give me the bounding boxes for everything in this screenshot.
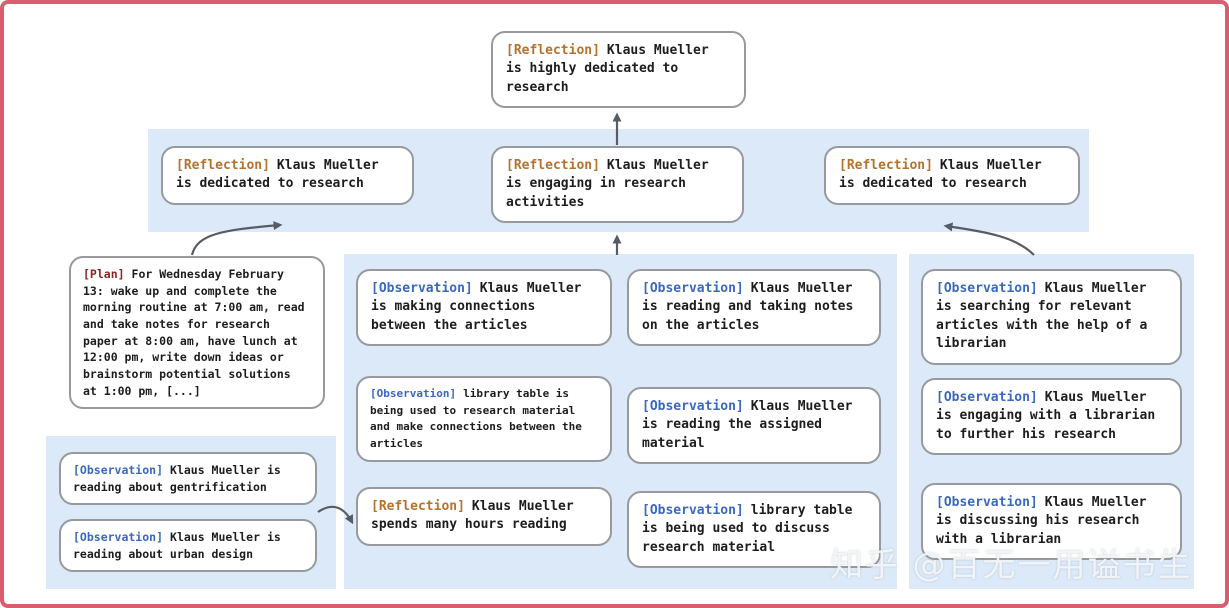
- observation-tag: [Observation]: [73, 530, 164, 544]
- reflection-row-panel: [Reflection]Klaus Mueller is dedicated t…: [148, 129, 1089, 232]
- observation-tag: [Observation]: [936, 495, 1038, 510]
- node-text: Klaus Mueller is making connections betw…: [371, 281, 582, 333]
- reflection-node-root: [Reflection]Klaus Mueller is highly dedi…: [491, 31, 746, 109]
- reflection-node-hours-reading: [Reflection]Klaus Mueller spends many ho…: [356, 487, 612, 546]
- observation-node-taking-notes: [Observation]Klaus Mueller is reading an…: [627, 269, 881, 347]
- observation-node-library-table-discuss: [Observation]library table is being used…: [627, 491, 881, 569]
- reflection-node-middle: [Reflection]Klaus Mueller is engaging in…: [491, 146, 744, 224]
- watermark: 知乎 @百无一用谥书生: [830, 545, 1193, 584]
- observation-tag: [Observation]: [371, 281, 473, 296]
- reflection-tag: [Reflection]: [839, 158, 933, 173]
- plan-node: [Plan]For Wednesday February 13: wake up…: [69, 256, 325, 410]
- observation-node-making-connections: [Observation]Klaus Mueller is making con…: [356, 269, 612, 347]
- node-text: library table is being used to discuss r…: [642, 503, 853, 555]
- node-text: Klaus Mueller is engaging with a librari…: [936, 390, 1156, 442]
- right-observation-panel: [Observation]Klaus Mueller is searching …: [909, 254, 1194, 589]
- node-text: Klaus Mueller is reading about gentrific…: [73, 463, 281, 494]
- node-text: Klaus Mueller spends many hours reading: [371, 499, 574, 533]
- node-text: Klaus Mueller is searching for relevant …: [936, 281, 1148, 352]
- reflection-tag: [Reflection]: [371, 499, 465, 514]
- observation-tag: [Observation]: [936, 390, 1038, 405]
- reflection-tag: [Reflection]: [176, 158, 270, 173]
- reflection-node-right: [Reflection]Klaus Mueller is dedicated t…: [824, 146, 1080, 205]
- observation-node-engaging-librarian: [Observation]Klaus Mueller is engaging w…: [921, 378, 1182, 456]
- observation-tag: [Observation]: [936, 281, 1038, 296]
- node-text: Klaus Mueller is highly dedicated to res…: [506, 43, 709, 95]
- node-text: Klaus Mueller is reading and taking note…: [642, 281, 854, 333]
- node-text: Klaus Mueller is reading about urban des…: [73, 530, 281, 561]
- node-text: Klaus Mueller is reading the assigned ma…: [642, 399, 853, 451]
- node-text: library table is being used to research …: [370, 387, 582, 450]
- observation-node-urban-design: [Observation]Klaus Mueller is reading ab…: [59, 519, 317, 573]
- node-text: Klaus Mueller is dedicated to research: [176, 158, 379, 192]
- node-text: Klaus Mueller is dedicated to research: [839, 158, 1042, 192]
- node-text: Klaus Mueller is discussing his research…: [936, 495, 1147, 547]
- middle-observation-panel: [Observation]Klaus Mueller is making con…: [344, 254, 897, 589]
- reflection-node-left: [Reflection]Klaus Mueller is dedicated t…: [161, 146, 414, 205]
- observation-node-assigned-material: [Observation]Klaus Mueller is reading th…: [627, 387, 881, 465]
- node-text: Klaus Mueller is engaging in research ac…: [506, 158, 709, 210]
- plan-tag: [Plan]: [83, 267, 125, 281]
- reflection-tag: [Reflection]: [506, 43, 600, 58]
- observation-tag: [Observation]: [73, 463, 164, 477]
- observation-tag: [Observation]: [642, 503, 744, 518]
- observation-node-searching-articles: [Observation]Klaus Mueller is searching …: [921, 269, 1182, 365]
- reflection-tag: [Reflection]: [506, 158, 600, 173]
- observation-tag: [Observation]: [642, 399, 744, 414]
- left-observation-panel: [Observation]Klaus Mueller is reading ab…: [46, 436, 336, 589]
- observation-node-discussing-research: [Observation]Klaus Mueller is discussing…: [921, 483, 1182, 561]
- observation-tag: [Observation]: [642, 281, 744, 296]
- observation-node-gentrification: [Observation]Klaus Mueller is reading ab…: [59, 452, 317, 506]
- observation-node-library-table-research: [Observation]library table is being used…: [356, 376, 612, 462]
- node-text: For Wednesday February 13: wake up and c…: [83, 267, 305, 398]
- observation-tag: [Observation]: [370, 387, 457, 400]
